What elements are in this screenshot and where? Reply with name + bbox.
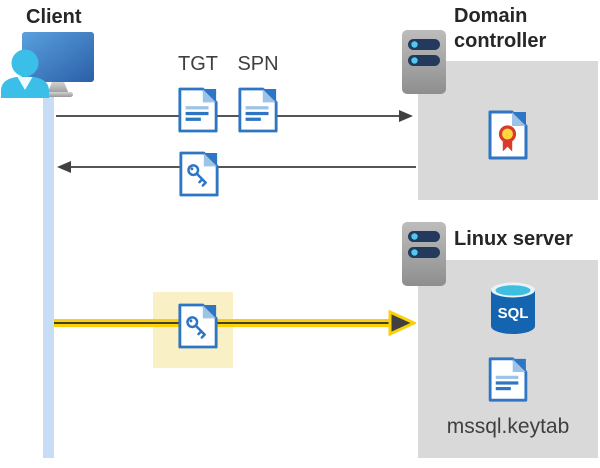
sql-database-icon: SQL — [491, 282, 535, 334]
spn-label: SPN — [237, 53, 279, 75]
linux-server-box: SQL mssql.keytab — [418, 260, 598, 458]
domain-controller-server-icon — [402, 30, 446, 94]
tgt-document-icon — [177, 86, 219, 134]
ticket-flow-arrow-icon — [54, 310, 416, 336]
response-arrow-line — [71, 166, 416, 168]
request-arrow-line — [56, 115, 400, 117]
sql-label: SQL — [498, 305, 529, 322]
keytab-document-icon — [484, 356, 532, 403]
domain-controller-title: Domain controller — [454, 5, 547, 52]
request-arrow-head-icon — [399, 110, 413, 122]
linux-server-title: Linux server — [454, 228, 573, 250]
client-title: Client — [26, 6, 82, 28]
client-lifeline — [43, 92, 54, 458]
linux-server-server-icon — [402, 222, 446, 286]
response-arrow-head-icon — [57, 161, 71, 173]
highlighted-key-document-icon — [177, 301, 219, 351]
tgt-label: TGT — [178, 53, 218, 75]
client-monitor-user-icon — [1, 32, 94, 98]
spn-document-icon — [237, 86, 279, 134]
keytab-filename: mssql.keytab — [446, 415, 570, 438]
certificate-icon — [488, 110, 528, 160]
domain-controller-box — [418, 61, 598, 200]
ticket-key-document-icon — [178, 150, 220, 198]
